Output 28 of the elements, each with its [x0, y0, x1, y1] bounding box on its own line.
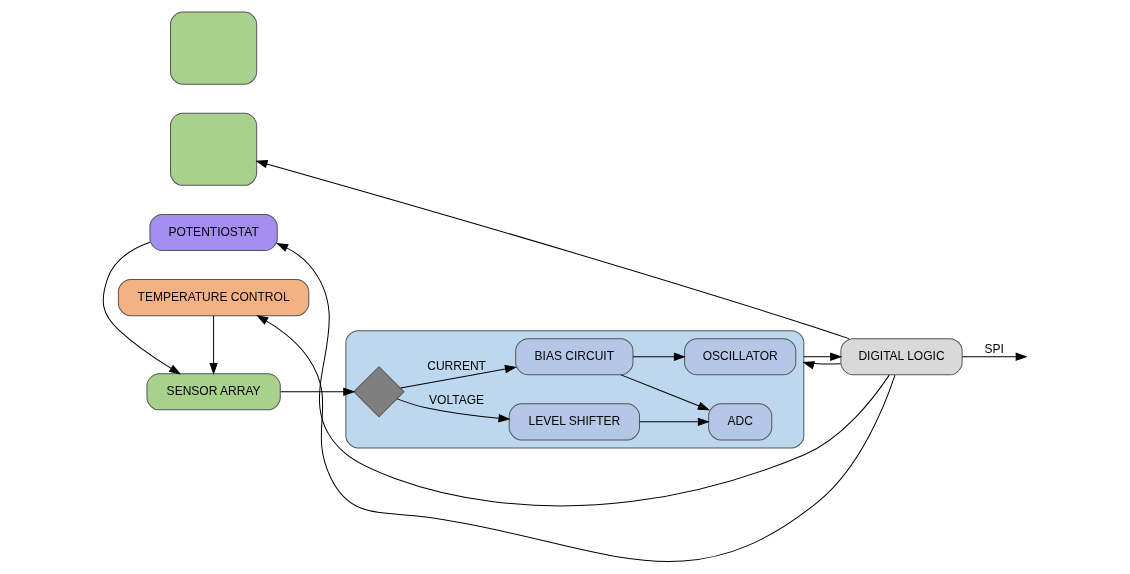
arrow — [102, 241, 181, 375]
arrow — [961, 352, 1027, 361]
node-box: TEMPERATURE CONTROL — [117, 279, 310, 317]
arrow — [632, 352, 685, 361]
node-box: OSCILLATOR — [684, 338, 797, 376]
node-diamond — [353, 366, 405, 418]
node-box: BIAS CIRCUIT — [515, 338, 634, 376]
arrow — [396, 398, 510, 423]
arrow — [280, 387, 355, 396]
arrow — [620, 374, 710, 411]
node-box — [170, 11, 258, 85]
node-box — [170, 112, 258, 186]
arrow — [803, 352, 842, 361]
arrow — [256, 160, 850, 340]
node-box: SENSOR ARRAY — [146, 373, 281, 411]
arrow — [400, 365, 516, 389]
node-box: DIGITAL LOGIC — [840, 338, 963, 376]
arrow — [803, 361, 841, 370]
arrow — [639, 417, 709, 426]
edge-label: CURRENT — [427, 359, 486, 374]
arrow — [257, 315, 896, 562]
edge-label: SPI — [984, 342, 1004, 357]
node-box: LEVEL SHIFTER — [508, 403, 640, 441]
arrow — [276, 243, 890, 506]
node-box: ADC — [708, 403, 773, 441]
arrow — [209, 315, 218, 374]
node-box: POTENTIOSTAT — [149, 213, 278, 251]
edge-label: VOLTAGE — [429, 393, 485, 408]
